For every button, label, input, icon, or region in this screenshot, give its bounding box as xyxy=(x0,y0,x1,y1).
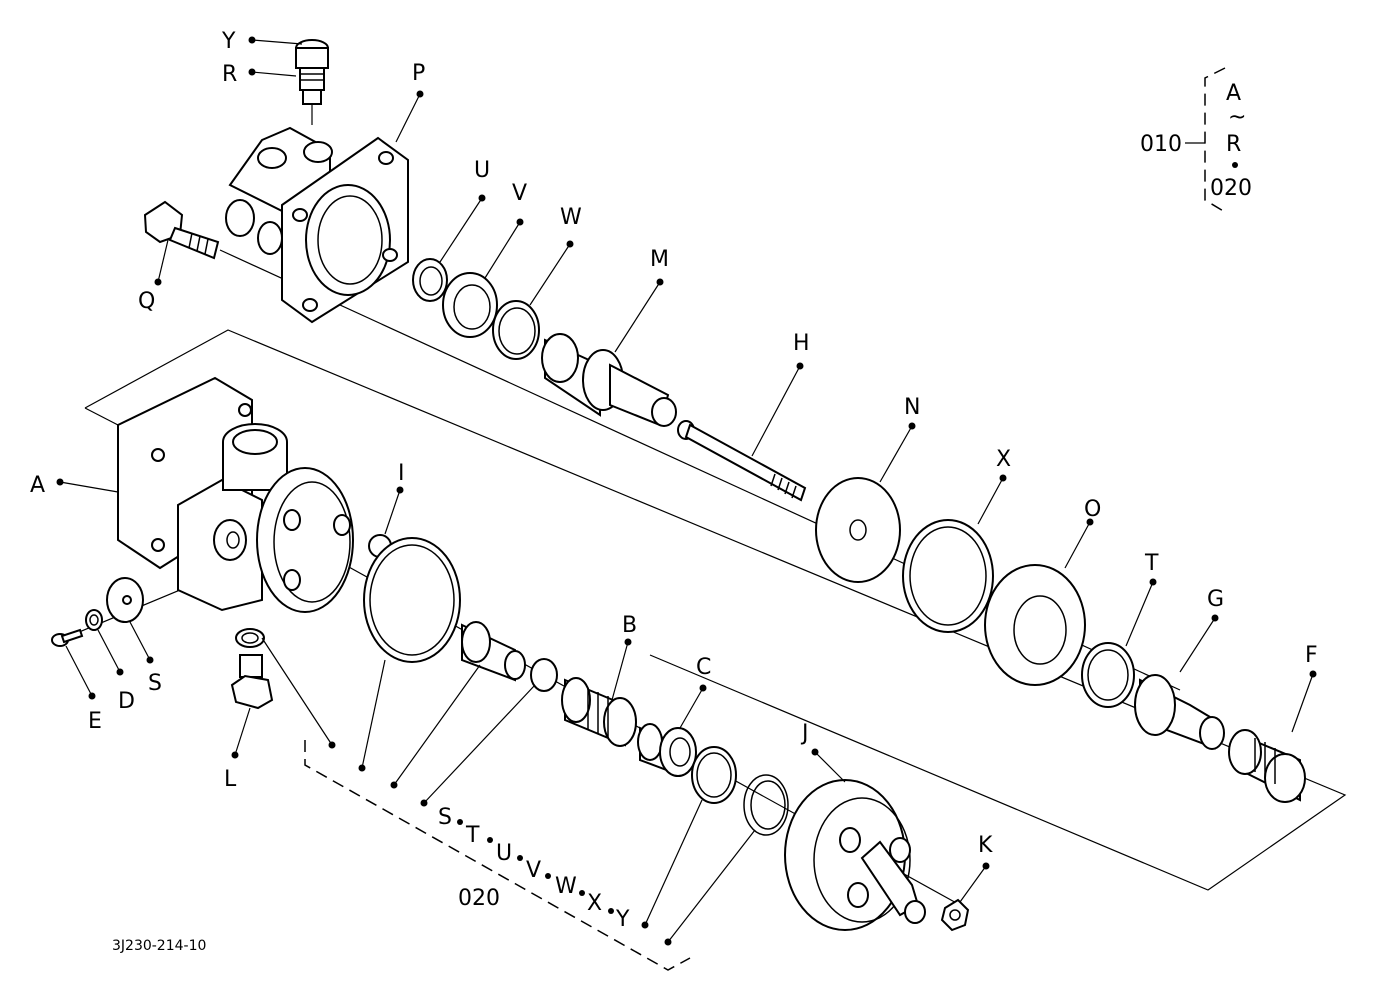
kit-020-bracket xyxy=(304,740,691,971)
lower-oring xyxy=(691,746,737,804)
part-t-ring xyxy=(1081,642,1135,708)
label-s: S xyxy=(148,671,162,696)
snap-ring xyxy=(743,774,789,836)
label-x: X xyxy=(996,447,1011,472)
label-b: B xyxy=(622,613,637,638)
label-f: F xyxy=(1305,643,1318,668)
part-j-cover xyxy=(784,779,926,931)
label-w: W xyxy=(560,205,582,230)
label-i: I xyxy=(398,461,405,486)
part-s-washer xyxy=(106,577,144,623)
part-a-body xyxy=(117,376,354,613)
part-d-washer xyxy=(85,609,103,631)
part-f-spring xyxy=(1228,729,1306,803)
part-w-ring xyxy=(492,300,540,360)
label-o: O xyxy=(1084,497,1101,522)
part-y-r-bleed-screw xyxy=(295,39,329,125)
part-v-ring xyxy=(442,272,498,338)
part-o-thick-ring xyxy=(984,564,1086,686)
label-l: L xyxy=(224,767,237,792)
label-p: P xyxy=(412,61,425,86)
part-b-spring xyxy=(561,677,637,747)
label-t: T xyxy=(1144,551,1159,576)
part-g-valve-seat xyxy=(1134,674,1225,750)
kit-010-range-top: A xyxy=(1226,81,1241,106)
label-g: G xyxy=(1207,587,1224,612)
part-c-spring-seat xyxy=(637,723,697,777)
kit-020-member-v: V xyxy=(526,858,541,883)
label-a: A xyxy=(30,473,45,498)
label-d: D xyxy=(118,689,135,714)
part-m-piston xyxy=(541,333,677,427)
label-e: E xyxy=(88,709,102,734)
kit-010-code: 010 xyxy=(1140,132,1182,157)
part-e-screw xyxy=(51,628,84,647)
label-c: C xyxy=(696,655,711,680)
part-p-valve-head xyxy=(225,126,409,324)
kit-020-member-y: Y xyxy=(615,907,630,932)
reference-code: 3J230-214-10 xyxy=(112,938,206,954)
label-n: N xyxy=(904,395,920,420)
part-u-ring xyxy=(412,258,448,302)
part-x-large-oring xyxy=(902,519,994,633)
lower-small-ring xyxy=(530,658,558,692)
kit-010-range-sep: ~ xyxy=(1228,105,1246,130)
label-j: J xyxy=(800,721,809,746)
part-n-disc xyxy=(815,477,901,583)
body-oring xyxy=(363,537,461,663)
label-m: M xyxy=(650,247,669,272)
kit-020-member-s: S xyxy=(438,805,452,830)
part-h-push-rod xyxy=(677,420,807,502)
kit-010-range-bottom: R xyxy=(1226,132,1241,157)
kit-010-sub-code: 020 xyxy=(1210,176,1252,201)
part-k-nut xyxy=(940,898,970,932)
kit-020-member-x: X xyxy=(587,891,602,916)
kit-010-bracket xyxy=(1204,67,1226,213)
label-r: R xyxy=(222,62,237,87)
label-h: H xyxy=(793,331,810,356)
kit-020-member-t: T xyxy=(465,823,480,848)
label-y: Y xyxy=(221,29,236,54)
label-q: Q xyxy=(138,289,155,314)
label-k: K xyxy=(978,833,993,858)
lower-plunger xyxy=(461,621,526,682)
part-q-bolt xyxy=(143,200,220,260)
leader-lines xyxy=(56,36,1317,946)
label-u: U xyxy=(474,158,490,183)
assembly-frame xyxy=(84,329,1347,891)
kit-020-member-w: W xyxy=(555,874,577,899)
kit-020-code: 020 xyxy=(458,886,500,911)
label-v: V xyxy=(512,181,527,206)
part-l-plug xyxy=(230,628,274,710)
kit-020-member-u: U xyxy=(496,841,512,866)
